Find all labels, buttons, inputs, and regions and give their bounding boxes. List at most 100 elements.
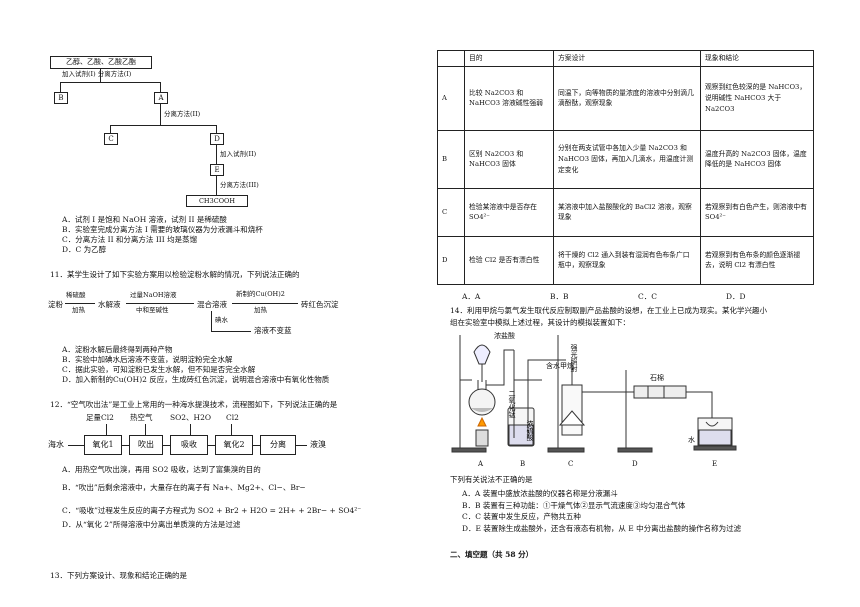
q13-row-label: D (437, 235, 465, 285)
label-water-methane: 含水甲烷 (546, 361, 574, 370)
q12-option-c: C．“吸收”过程发生反应的离子方程式为 SO2 + Br2 + H2O = 2H… (62, 505, 362, 515)
step-absorb: 吸收 (170, 435, 208, 455)
label-so2-h2o: SO2、H2O (170, 413, 212, 422)
q13-row-result: 观察到红色较深的是 NaHCO3，说明碱性 NaHCO3 大于 Na2CO3 (700, 65, 814, 131)
q12-option-b: B．“吹出”后剩余溶液中，大量存在的离子有 Na+、Mg2+、Cl−、Br− (62, 483, 306, 493)
q13-row-purpose: 检验某溶液中是否存在 SO4²⁻ (464, 187, 554, 237)
label-d: D (632, 460, 638, 468)
q11-flow: 淀粉 稀硫酸 加热 水解液 过量NaOH溶液 中和至碱性 混合溶液 新制的Cu(… (48, 288, 428, 340)
q13-row-label: B (437, 129, 465, 189)
q10-option-b: B．实验室完成分离方法 I 需要的玻璃仪器为分液漏斗和烧杯 (62, 225, 263, 235)
q13-row-design: 分别在两支试管中各加入少量 Na2CO3 和 NaHCO3 固体，再加入几滴水，… (553, 129, 701, 189)
iodine-label: 碘水 (215, 316, 228, 324)
label-asbestos: 石棉 (650, 373, 664, 382)
node-b: B (54, 92, 68, 104)
step-oxidize2: 氧化2 (215, 435, 253, 455)
mix-solution: 混合溶液 (197, 300, 227, 309)
q11-option-b: B．实验中加碘水后溶液不变蓝，说明淀粉完全水解 (62, 355, 233, 365)
q13-row-design: 某溶液中加入盐酸酸化的 BaCl2 溶液，观察现象 (553, 187, 701, 237)
q13-header-design: 方案设计 (553, 50, 701, 67)
step4-label: 分离方法(III) (220, 181, 259, 189)
label-conc-hcl: 浓盐酸 (494, 331, 515, 340)
label-e: E (712, 460, 717, 468)
heat2-label: 加热 (254, 306, 267, 314)
q13-row-result: 若观察到有白色产生，则溶液中有 SO4²⁻ (700, 187, 814, 237)
hydrolysate: 水解液 (98, 300, 121, 309)
label-a: A (477, 460, 484, 468)
heat1-label: 加热 (72, 306, 85, 314)
q10-options: A．试剂 I 是饱和 NaOH 溶液，试剂 II 是稀硫酸 B．实验室完成分离方… (62, 215, 422, 256)
q13-row-purpose: 比较 Na2CO3 和 NaHCO3 溶液碱性强弱 (464, 65, 554, 131)
no-blue: 溶液不变蓝 (254, 326, 292, 335)
label-hot-air: 热空气 (130, 413, 153, 422)
naoh-label: 过量NaOH溶液 (130, 291, 177, 299)
q11-options: A．淀粉水解后最终得到两种产物 B．实验中加碘水后溶液不变蓝，说明淀粉完全水解 … (62, 345, 422, 386)
q14-options: A．A 装置中盛放浓盐酸的仪器名称是分液漏斗 B．B 装置有三种功能：①干燥气体… (462, 488, 842, 535)
q10-option-c: C．分离方法 II 和分离方法 III 均是蒸馏 (62, 235, 198, 245)
label-c: C (568, 460, 573, 468)
q11-option-c: C．据此实验，可知淀粉已发生水解，但不知是否完全水解 (62, 365, 256, 375)
q13-row-result: 若观察到有色布条的颜色逐渐褪去，说明 Cl2 有漂白性 (700, 235, 814, 285)
q11-stem: 11．某学生设计了如下实验方案用以检验淀粉水解的情况，下列说法正确的 (50, 270, 300, 279)
node-d: D (210, 133, 224, 145)
node-a: A (154, 92, 168, 104)
step2-label: 分离方法(II) (164, 110, 201, 118)
section-2-heading: 二、填空题（共 58 分） (450, 550, 534, 559)
red-precipitate: 砖红色沉淀 (301, 300, 339, 309)
label-cl2-excess: 足量Cl2 (86, 413, 114, 422)
q14-question: 下列有关说法不正确的是 (450, 475, 533, 484)
q13-row-label: A (437, 65, 465, 131)
q14-option-a: A．A 装置中盛放浓盐酸的仪器名称是分液漏斗 (462, 489, 618, 498)
q13-answer-c: C．C (638, 292, 657, 301)
q13-answer-d: D．D (726, 292, 746, 301)
q14-option-d: D．E 装置除生成盐酸外，还含有液态有机物，从 E 中分离出盐酸的操作名称为过滤 (462, 523, 742, 533)
liquid-bromine: 液溴 (310, 440, 326, 449)
q12-stem: 12．“空气吹出法”是工业上常用的一种海水提溴技术，流程图如下，下列说法正确的是 (50, 400, 338, 409)
acid-label: 稀硫酸 (66, 291, 86, 299)
label-strong-light: 强光照射 (570, 344, 578, 373)
q13-row-purpose: 检验 Cl2 是否有漂白性 (464, 235, 554, 285)
q11-option-d: D．加入新制的Cu(OH)2 反应，生成砖红色沉淀，说明混合溶液中有氧化性物质 (62, 375, 330, 385)
q13-stem: 13．下列方案设计、现象和结论正确的是 (50, 571, 188, 580)
node-c: C (104, 133, 118, 145)
q13-table: 目的 方案设计 现象和结论 A 比较 Na2CO3 和 NaHCO3 溶液碱性强… (437, 50, 814, 285)
step-blowout: 吹出 (129, 435, 163, 455)
q13-header-result: 现象和结论 (700, 50, 814, 67)
q13-header-purpose: 目的 (464, 50, 554, 67)
q13-row-result: 温度升高的 Na2CO3 固体，温度降低的是 NaHCO3 固体 (700, 129, 814, 189)
neutral-label: 中和至碱性 (136, 306, 169, 314)
apparatus-diagram: 浓盐酸 二氧化锰 含水甲烷 强光照射 浓硫酸 石棉 水 A B C D E (451, 331, 737, 468)
product-box: CH3COOH (186, 195, 248, 207)
q14-stem-line1: 14．利用甲烷与氯气发生取代反应制取副产品盐酸的设想，在工业上已成为现实。某化学… (450, 306, 768, 315)
label-conc-h2so4: 浓硫酸 (526, 419, 534, 442)
q12-option-a: A．用热空气吹出溴，再用 SO2 吸收，达到了富集溴的目的 (62, 465, 261, 474)
step-separate: 分离 (260, 435, 296, 455)
q13-answer-a: A．A (462, 292, 481, 301)
q13-header-blank (437, 50, 465, 67)
q12-option-d: D．从“氧化 2”所得溶液中分离出单质溴的方法是过滤 (62, 519, 241, 529)
q10-option-a: A．试剂 I 是饱和 NaOH 溶液，试剂 II 是稀硫酸 (62, 215, 227, 224)
label-water: 水 (688, 435, 695, 444)
q13-row-purpose: 区别 Na2CO3 和 NaHCO3 固体 (464, 129, 554, 189)
seawater: 海水 (48, 440, 64, 449)
q12-options: A．用热空气吹出溴，再用 SO2 吸收，达到了富集溴的目的 B．“吹出”后剩余溶… (62, 463, 432, 532)
q13-row-design: 将干燥的 Cl2 通入到装有湿润有色布条广口瓶中，观察现象 (553, 235, 701, 285)
label-b: B (520, 460, 525, 468)
label-mno2: 二氧化锰 (508, 390, 516, 419)
q13-row-label: C (437, 187, 465, 237)
q13-row-design: 同温下，向等物质的量浓度的溶液中分别滴几滴酚酞，观察现象 (553, 65, 701, 131)
step3-label: 加入试剂(II) (220, 150, 257, 158)
q12-flow: 足量Cl2 热空气 SO2、H2O Cl2 海水 氧化1 吹出 吸收 氧化2 分… (48, 413, 428, 455)
step-oxidize1: 氧化1 (84, 435, 122, 455)
q13-answer-b: B．B (550, 292, 569, 301)
cuoh-label: 新制的Cu(OH)2 (236, 290, 285, 298)
starch: 淀粉 (48, 300, 63, 309)
q14-option-b: B．B 装置有三种功能：①干燥气体②显示气流速度③均匀混合气体 (462, 500, 686, 510)
q14-stem-line2: 组在实验室中模拟上述过程，其设计的模拟装置如下： (450, 318, 630, 327)
q14-option-c: C．C 装置中发生反应，产物共五种 (462, 512, 581, 522)
q11-option-a: A．淀粉水解后最终得到两种产物 (62, 345, 173, 354)
q10-option-d: D．C 为乙醇 (62, 245, 107, 255)
step1-label: 加入试剂(I) 分离方法(I) (62, 70, 132, 78)
flow-top-box: 乙醇、乙酸、乙酸乙酯 (50, 56, 152, 69)
q13-answers: A．A B．B C．C D．D (462, 292, 814, 302)
